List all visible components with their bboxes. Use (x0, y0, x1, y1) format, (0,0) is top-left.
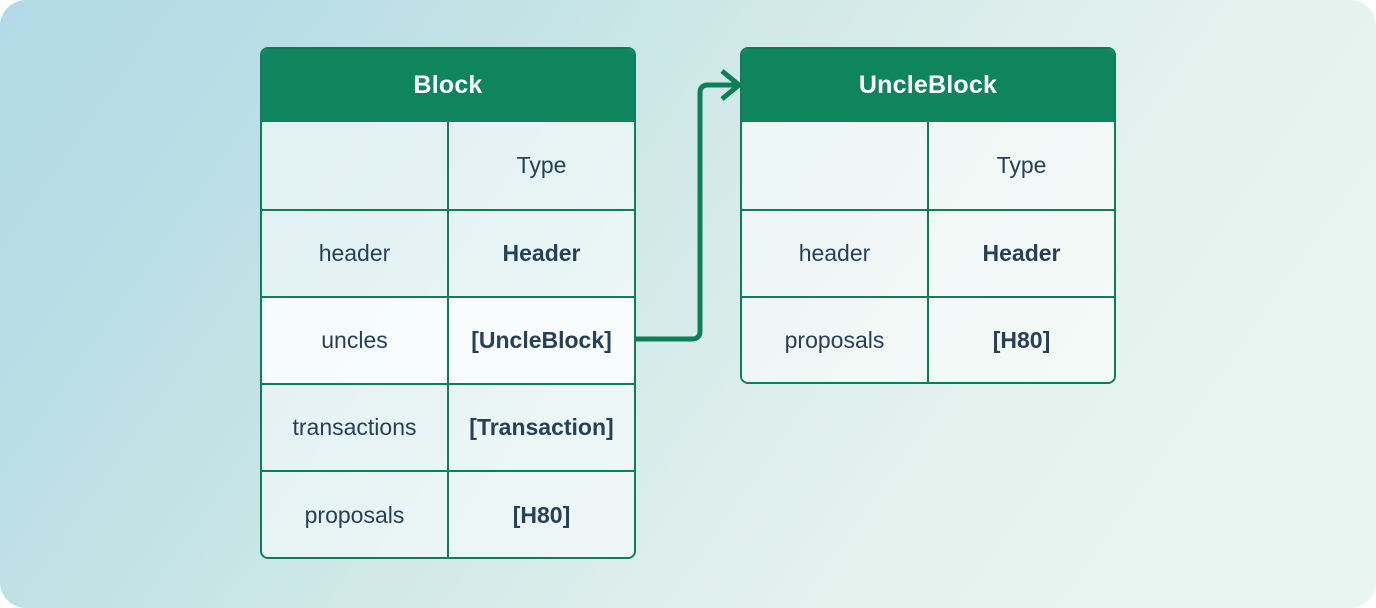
entity-uncleblock-name-column-header (742, 122, 929, 209)
field-name: uncles (262, 298, 449, 383)
table-row[interactable]: uncles [UncleBlock] (262, 296, 634, 383)
field-type: [UncleBlock] (449, 298, 634, 383)
table-row[interactable]: transactions [Transaction] (262, 383, 634, 470)
field-name: transactions (262, 385, 449, 470)
field-name: header (262, 211, 449, 296)
entity-block-title: Block (262, 49, 634, 122)
field-type: Header (449, 211, 634, 296)
field-name: header (742, 211, 929, 296)
entity-uncleblock-column-header-row: Type (742, 122, 1114, 209)
field-name: proposals (742, 298, 929, 382)
entity-uncleblock-title: UncleBlock (742, 49, 1114, 122)
arrowhead-icon (720, 69, 743, 101)
entity-uncleblock[interactable]: UncleBlock Type header Header proposals … (740, 47, 1116, 384)
field-type: [H80] (449, 472, 634, 557)
entity-block[interactable]: Block Type header Header uncles [UncleBl… (260, 47, 636, 559)
entity-block-name-column-header (262, 122, 449, 209)
field-type: [Transaction] (449, 385, 634, 470)
table-row[interactable]: proposals [H80] (262, 470, 634, 557)
relation-line (636, 82, 737, 342)
entity-block-column-header-row: Type (262, 122, 634, 209)
table-row[interactable]: header Header (262, 209, 634, 296)
entity-uncleblock-type-column-header: Type (929, 122, 1114, 209)
field-type: Header (929, 211, 1114, 296)
field-name: proposals (262, 472, 449, 557)
field-type: [H80] (929, 298, 1114, 382)
table-row[interactable]: header Header (742, 209, 1114, 296)
entity-block-type-column-header: Type (449, 122, 634, 209)
table-row[interactable]: proposals [H80] (742, 296, 1114, 382)
